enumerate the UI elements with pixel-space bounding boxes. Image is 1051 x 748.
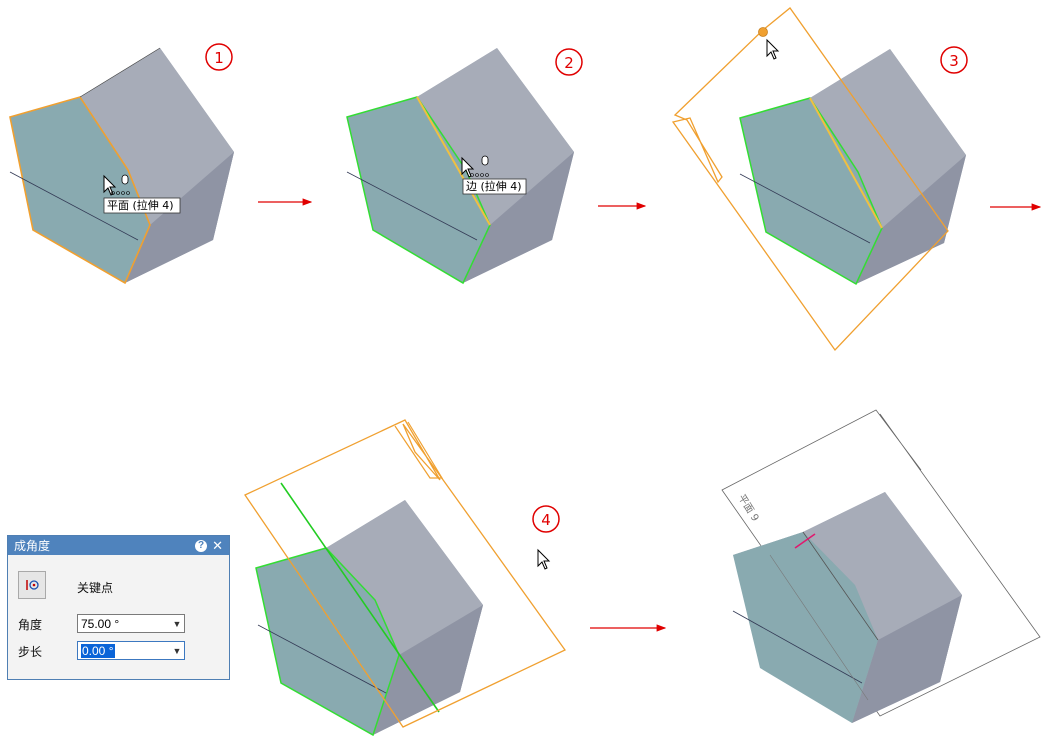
tooltip-face <box>103 197 181 214</box>
selected-edge <box>416 96 491 226</box>
close-icon[interactable]: ✕ <box>212 538 223 553</box>
step-3-circle <box>940 46 968 74</box>
preview-plane <box>671 7 949 352</box>
step-3-number: 3 <box>949 52 959 70</box>
help-icon[interactable]: ? <box>195 539 208 552</box>
arrow-cursor-icon <box>537 548 551 570</box>
angle-label: 角度 <box>18 618 43 632</box>
intersection-line <box>280 482 440 713</box>
angle-combobox[interactable]: 75.00 ° ▼ <box>77 614 185 633</box>
step-1-number: 1 <box>214 49 224 67</box>
step-1-circle <box>205 43 233 71</box>
step-2-number: 2 <box>564 54 574 72</box>
panel-1-cube <box>9 47 234 285</box>
angle-dialog: 成角度 ? ✕ 关键点 角度 75.00 ° ▼ 步长 0.00 ° ▼ <box>7 535 230 680</box>
chevron-down-icon[interactable]: ▼ <box>172 645 182 656</box>
plane-handle <box>758 27 768 37</box>
chevron-down-icon[interactable]: ▼ <box>172 618 182 629</box>
tooltip-edge-text: 边 (拉伸 4) <box>466 179 522 193</box>
result-plane <box>721 409 1041 717</box>
arrow-cursor-icon <box>766 38 780 60</box>
panel-4-cube <box>255 482 483 737</box>
panel-2-cube <box>346 48 574 285</box>
step-4-number: 4 <box>541 511 551 529</box>
step-label: 步长 <box>18 645 43 659</box>
angle-value: 75.00 ° <box>81 616 120 631</box>
mouse-cursor-icon <box>461 155 489 178</box>
keypoint-label: 关键点 <box>77 581 114 595</box>
dialog-titlebar: 成角度 ? ✕ <box>8 536 229 555</box>
tooltip-edge <box>462 178 527 195</box>
panel-5-cube <box>732 492 962 723</box>
tooltip-face-text: 平面 (拉伸 4) <box>107 198 174 212</box>
step-value: 0.00 ° <box>81 643 115 658</box>
mouse-cursor-icon <box>103 174 130 196</box>
preview-plane <box>244 419 566 728</box>
keypoint-icon <box>26 580 39 590</box>
step-4-circle <box>532 505 560 533</box>
plane-label: 平面 9 <box>735 493 760 524</box>
step-2-circle <box>555 48 583 76</box>
keypoint-button[interactable] <box>18 571 46 599</box>
step-combobox[interactable]: 0.00 ° ▼ <box>77 641 185 660</box>
panel-3-cube <box>739 49 966 286</box>
dialog-title: 成角度 <box>14 539 51 553</box>
